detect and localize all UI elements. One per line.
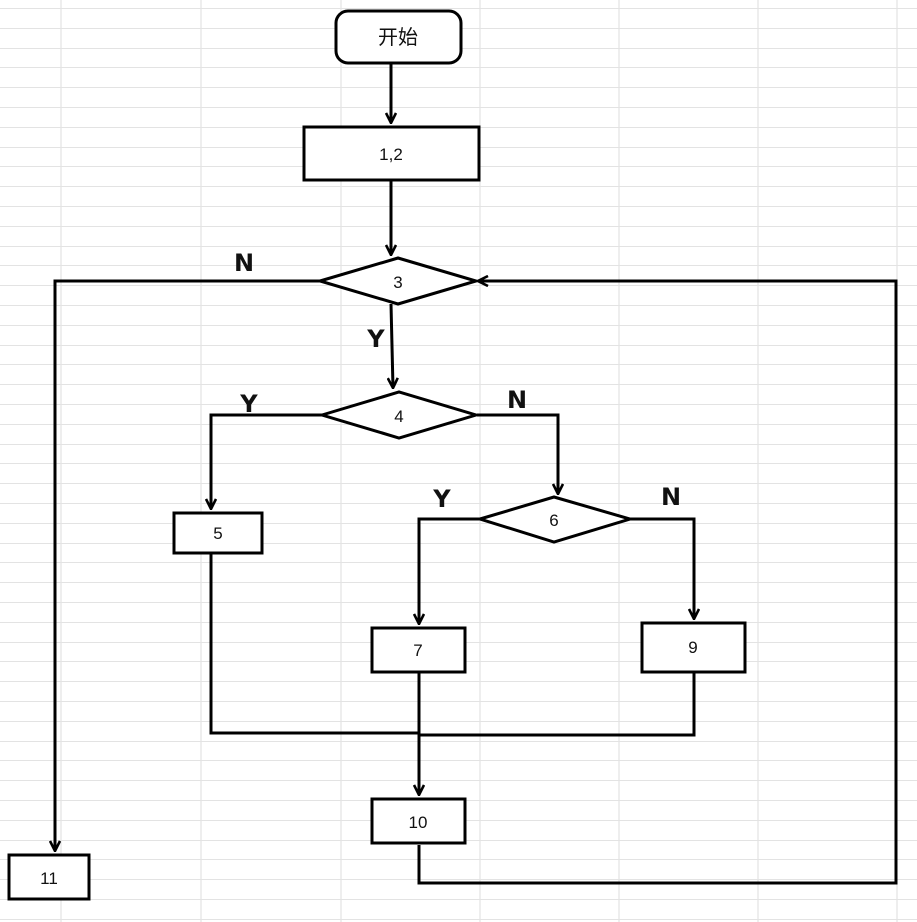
process-box-shape (7, 853, 91, 901)
start-node: 开始 (334, 9, 463, 65)
edge-10-loop-to-3 (417, 281, 898, 885)
node-label-7: 7 (413, 641, 422, 660)
branch-label-3-no: N (234, 249, 254, 277)
decision-3: 3 (314, 256, 482, 306)
node-label-5: 5 (213, 524, 222, 543)
edge-4-to-6 (477, 413, 558, 494)
connectors (55, 63, 898, 885)
branch-label-6-yes: Y (432, 485, 451, 513)
edge-3-to-11 (55, 279, 320, 851)
node-label-11: 11 (40, 869, 58, 888)
node-label-3: 3 (393, 273, 402, 292)
process-box-9: 9 (640, 621, 747, 674)
node-label-1-2: 1,2 (379, 145, 403, 164)
process-box-shape (370, 797, 467, 845)
branch-label-3-yes: Y (366, 325, 385, 353)
node-label-10: 10 (409, 813, 428, 832)
decision-diamond-shape (474, 495, 636, 544)
edge-5-to-merge (209, 553, 419, 735)
process-box-5: 5 (172, 511, 264, 555)
process-box-shape (172, 511, 264, 555)
node-label-6: 6 (549, 511, 558, 530)
edge-4-to-5 (211, 413, 322, 509)
process-box-shape (302, 125, 481, 182)
edge-6-to-9 (630, 517, 694, 619)
decision-diamond-shape (316, 390, 482, 440)
edge-9-to-merge (419, 672, 696, 737)
node-label-9: 9 (688, 638, 697, 657)
branch-label-4-no: N (507, 386, 527, 414)
process-box-1-2: 1,2 (302, 125, 481, 182)
start-terminator-shape (334, 9, 463, 65)
process-box-shape (640, 621, 747, 674)
process-box-10: 10 (370, 797, 467, 845)
process-box-11: 11 (7, 853, 91, 901)
decision-4: 4 (316, 390, 482, 440)
start-label: 开始 (378, 25, 418, 49)
node-label-4: 4 (394, 407, 403, 426)
edge-3-to-4 (391, 303, 393, 388)
decision-6: 6 (474, 495, 636, 544)
process-box-shape (370, 626, 467, 674)
branch-label-6-no: N (661, 483, 681, 511)
edge-6-to-7 (419, 517, 480, 624)
branch-label-4-yes: Y (239, 390, 258, 418)
process-box-7: 7 (370, 626, 467, 674)
decision-diamond-shape (314, 256, 482, 306)
